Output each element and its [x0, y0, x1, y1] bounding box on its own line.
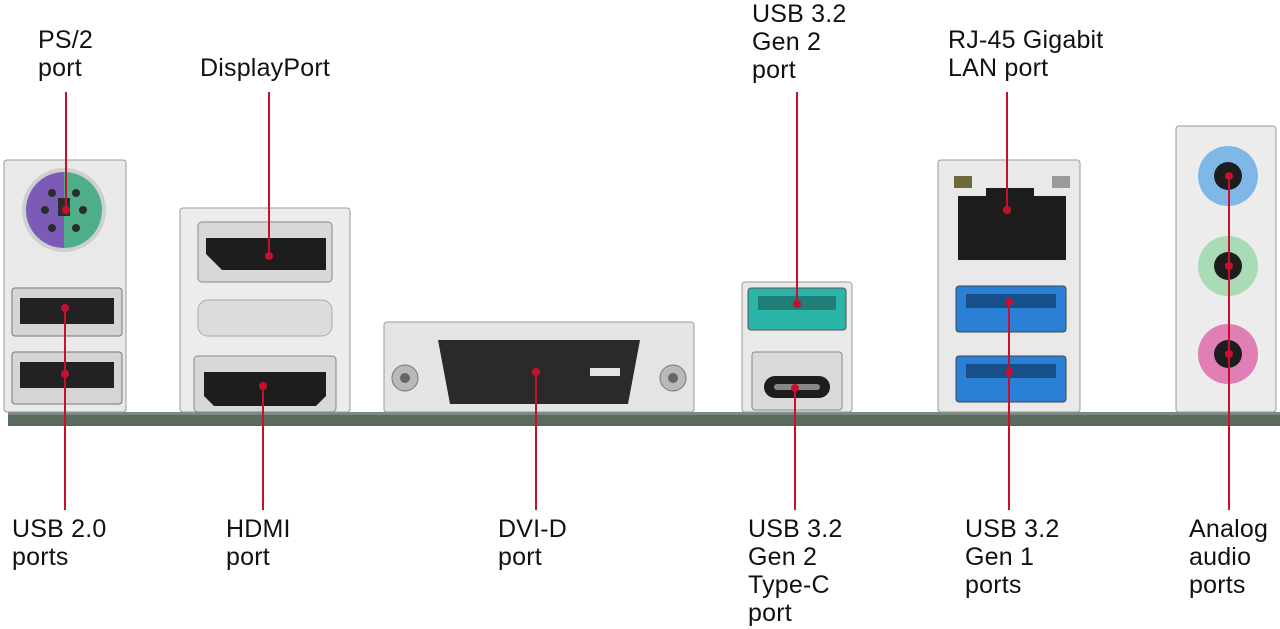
- leader-line-rj45: [1006, 92, 1008, 210]
- label-hdmi-port: HDMI port: [226, 515, 291, 571]
- rj45-socket: [958, 188, 1066, 260]
- label-analog-audio-ports: Analog audio ports: [1189, 515, 1269, 599]
- leader-dot-audio-2: [1225, 262, 1233, 270]
- leader-dot-typec: [791, 384, 799, 392]
- label-usb32-gen1-ports: USB 3.2 Gen 1 ports: [965, 515, 1060, 599]
- leader-line-dvid: [535, 372, 537, 510]
- leader-dot-displayport: [265, 252, 273, 260]
- dvi-d-connector: [383, 321, 695, 413]
- label-usb32-gen2-typec-port: USB 3.2 Gen 2 Type-C port: [748, 515, 843, 627]
- leader-line-typec: [794, 388, 796, 510]
- leader-dot-hdmi: [259, 382, 267, 390]
- leader-dot-usb32-gen2: [793, 300, 801, 308]
- leader-dot-dvid: [532, 368, 540, 376]
- label-ps2-port: PS/2 port: [38, 26, 93, 82]
- leader-dot-usb20-bottom: [61, 370, 69, 378]
- leader-dot-usb20-top: [61, 304, 69, 312]
- leader-dot-ps2: [62, 206, 70, 214]
- dp-hdmi-stack: [179, 207, 351, 413]
- label-usb20-ports: USB 2.0 ports: [12, 515, 107, 571]
- leader-dot-rj45: [1003, 206, 1011, 214]
- leader-dot-usb32-gen1-top: [1005, 298, 1013, 306]
- leader-line-displayport: [268, 92, 270, 256]
- usb-gen2-typec-stack: [741, 281, 853, 413]
- leader-line-usb32-gen1: [1008, 302, 1010, 510]
- usb32-gen1-bottom: [955, 355, 1067, 403]
- label-rj45-lan-port: RJ-45 Gigabit LAN port: [948, 26, 1104, 82]
- usb32-gen1-top: [955, 285, 1067, 333]
- label-dvid-port: DVI-D port: [498, 515, 568, 571]
- leader-dot-audio-3: [1225, 350, 1233, 358]
- leader-line-usb32-gen2: [796, 92, 798, 304]
- rj45-usb-gen1-stack: [937, 159, 1081, 413]
- leader-line-hdmi: [262, 386, 264, 510]
- leader-dot-usb32-gen1-bottom: [1005, 368, 1013, 376]
- leader-line-audio: [1228, 176, 1230, 510]
- leader-line-ps2: [65, 92, 67, 210]
- label-usb32-gen2-port: USB 3.2 Gen 2 port: [752, 0, 847, 84]
- leader-dot-audio-1: [1225, 172, 1233, 180]
- pcb-edge: [8, 412, 1280, 426]
- leader-line-usb20: [64, 308, 66, 510]
- label-displayport: DisplayPort: [200, 54, 331, 82]
